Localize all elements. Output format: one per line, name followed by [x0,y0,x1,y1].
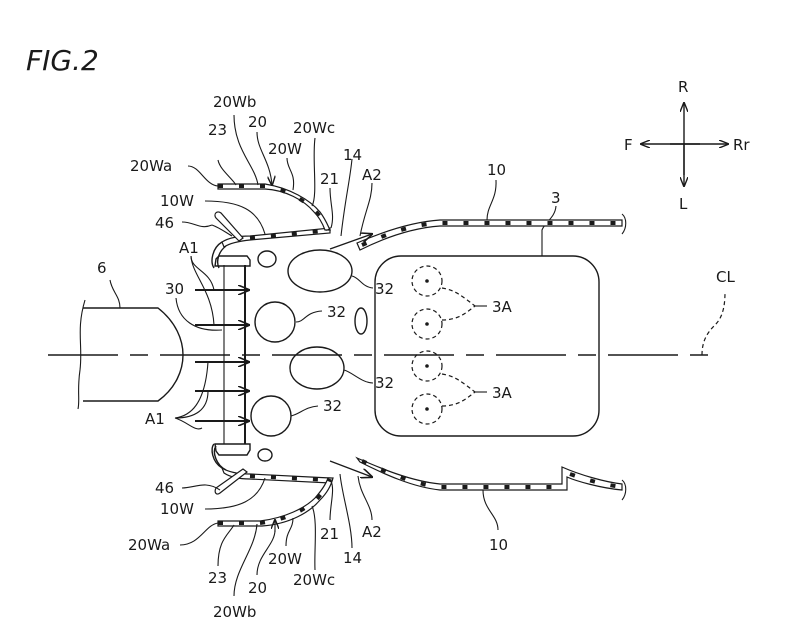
label-32-a: 32 [375,280,394,298]
label-10w-lower: 10W [160,500,194,518]
inner-wall-10w-upper: 46 10W [155,192,331,269]
label-21-upper: 21 [320,170,339,188]
label-32-d: 32 [323,397,342,415]
label-20wc-upper: 20Wc [293,119,335,137]
label-32-b: 32 [327,303,346,321]
direction-r-label: R [678,78,688,96]
side-wall-10-lower: 10 [355,456,627,554]
label-a1-lower: A1 [145,410,165,428]
cl-leader [701,291,726,356]
label-20wb-upper: 20Wb [213,93,256,111]
figure-title: FIG.2 [26,44,99,77]
label-20wb-lower: 20Wb [213,603,256,621]
label-32-c: 32 [375,374,394,392]
leader-46-lower [181,484,221,491]
direction-rr-label: Rr [733,136,750,154]
flow-arrows-a1: A1 A1 [145,239,249,430]
label-10-upper: 10 [487,161,506,179]
leader-46-upper [181,221,213,228]
label-46-lower: 46 [155,479,174,497]
leader-30 [175,297,223,331]
label-23-lower: 23 [208,569,227,587]
label-23-upper: 23 [208,121,227,139]
label-20wa-lower: 20Wa [128,536,170,554]
label-10-lower: 10 [489,536,508,554]
label-20wc-lower: 20Wc [293,571,335,589]
label-20wa-upper: 20Wa [130,157,172,175]
label-3a-lower: 3A [492,384,513,402]
label-30: 30 [165,280,184,298]
direction-f-label: F [624,136,633,154]
label-20-upper: 20 [248,113,267,131]
side-wall-10-upper: 10 [356,161,627,251]
label-a1-upper: A1 [179,239,199,257]
openings-32: 32 32 32 32 [250,249,394,462]
label-3a-upper: 3A [492,298,513,316]
wall-20-lower: 20Wa 23 20Wb 20 20W 20Wc 21 14 A2 [128,460,382,621]
label-20-lower: 20 [248,579,267,597]
label-a2-lower: A2 [362,523,382,541]
label-10w-upper: 10W [160,192,194,210]
wall-20-upper: 20Wa 23 20Wb 20 20W 20Wc 21 14 A2 [130,93,382,250]
label-6: 6 [97,259,107,277]
direction-l-label: L [679,195,688,213]
arrow-a2-lower-icon [329,460,372,477]
label-21-lower: 21 [320,525,339,543]
cl-label: CL [716,268,735,286]
label-20w-lower: 20W [268,550,302,568]
label-14-lower: 14 [343,549,362,567]
leader-6 [109,279,121,309]
arrow-a2-upper-icon [329,234,372,250]
label-46-upper: 46 [155,214,174,232]
label-20w-upper: 20W [268,140,302,158]
label-a2-upper: A2 [362,166,382,184]
label-3: 3 [551,189,561,207]
member-6: 6 [77,259,184,410]
inner-wall-10w-lower: 46 10W [155,443,331,518]
label-14-upper: 14 [343,146,362,164]
direction-indicator: R L F Rr [624,78,750,213]
